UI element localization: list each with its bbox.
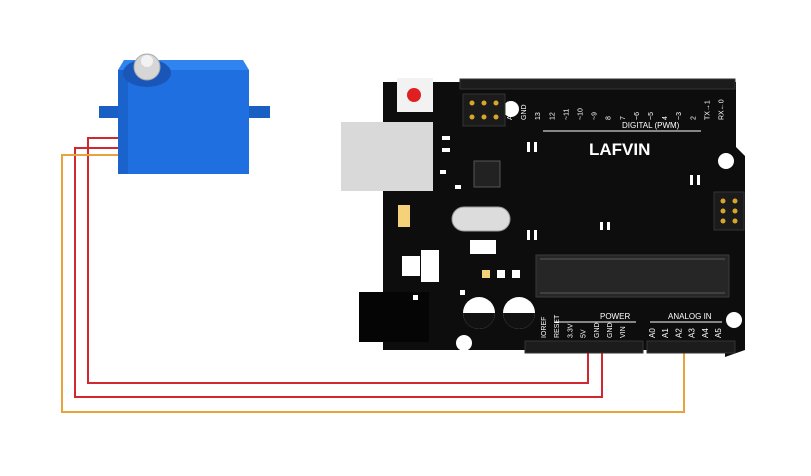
reset-button-cap: [407, 88, 421, 102]
pin-label: VIN: [620, 326, 627, 338]
digital-header: [459, 78, 736, 90]
voltage-regulator-tab: [421, 250, 439, 282]
smd-components: [413, 136, 700, 300]
pin-label: GND: [594, 322, 601, 338]
usb-chip: [473, 160, 501, 188]
led-indicator: [398, 205, 410, 227]
power-jack: [359, 292, 429, 342]
icsp-header-top: [462, 93, 506, 127]
analog-header: [646, 340, 736, 354]
pin-label: A0: [648, 328, 657, 338]
pin-label: IOREF: [541, 317, 548, 338]
digital-header-label: DIGITAL (PWM): [622, 121, 680, 130]
pin-label: ~9: [592, 112, 599, 120]
pin-label: ~5: [648, 112, 655, 120]
pin-label: 7: [620, 116, 627, 120]
microcontroller-board: LAFVIN DIGITAL (PWM) POWER ANALOG IN ARE…: [341, 78, 745, 357]
servo-mount-tab-right: [247, 106, 270, 118]
pin-label: RESET: [554, 314, 561, 338]
crystal-oscillator: [451, 206, 511, 232]
capacitor: [463, 297, 495, 329]
pin-label: 4: [662, 116, 669, 120]
analog-header-label: ANALOG IN: [668, 312, 712, 321]
mounting-hole: [718, 153, 734, 169]
pin-label: A1: [661, 328, 670, 338]
pin-label: 12: [549, 112, 556, 120]
mounting-hole: [456, 335, 472, 351]
pin-label: ~10: [578, 108, 585, 120]
servo-mount-tab-left: [99, 106, 121, 118]
pin-label: A3: [688, 328, 697, 338]
pin-label: GND: [521, 104, 528, 120]
power-header-label: POWER: [600, 312, 630, 321]
servo-body-shade: [118, 70, 128, 174]
servo-shaft: [141, 55, 153, 67]
pin-label: RX←0: [719, 99, 726, 120]
wire-5v-red: [87, 137, 589, 384]
wire-signal-orange: [61, 154, 685, 413]
power-pin-labels: IOREF RESET 3.3V 5V GND GND VIN: [541, 314, 627, 338]
power-header: [524, 340, 644, 354]
pin-label: GND: [607, 322, 614, 338]
pin-label: ~11: [563, 109, 570, 120]
mounting-hole: [503, 101, 519, 117]
mounting-hole: [726, 312, 742, 328]
pin-label: 13: [535, 112, 542, 120]
digital-pin-labels: AREF GND 13 12 ~11 ~10 ~9 8 7 ~6 ~5 4 ~3 2 TX→1 RX←0: [507, 99, 726, 120]
wire-gnd-red: [74, 147, 603, 398]
small-chip: [470, 240, 496, 254]
usb-connector: [341, 122, 433, 191]
pin-label: 8: [606, 116, 613, 120]
analog-pin-labels: A0 A1 A2 A3 A4 A5: [648, 328, 723, 338]
main-mcu-chip: [535, 254, 730, 298]
pin-label: 5V: [581, 329, 588, 338]
pin-label: AREF: [507, 101, 514, 120]
servo-motor: [99, 53, 270, 174]
pin-label: ~6: [634, 112, 641, 120]
pin-label: A2: [674, 328, 683, 338]
voltage-regulator: [402, 256, 420, 276]
pin-label: 3.3V: [567, 323, 574, 338]
wires: [61, 137, 685, 413]
icsp-header-right: [713, 191, 745, 231]
pin-label: ~3: [676, 112, 683, 120]
pin-label: A5: [714, 328, 723, 338]
board-brand-label: LAFVIN: [589, 140, 650, 159]
pin-label: A4: [701, 328, 710, 338]
capacitor: [503, 297, 535, 329]
servo-body: [118, 70, 249, 174]
pin-label: TX→1: [704, 100, 711, 120]
pin-label: 2: [690, 116, 697, 120]
